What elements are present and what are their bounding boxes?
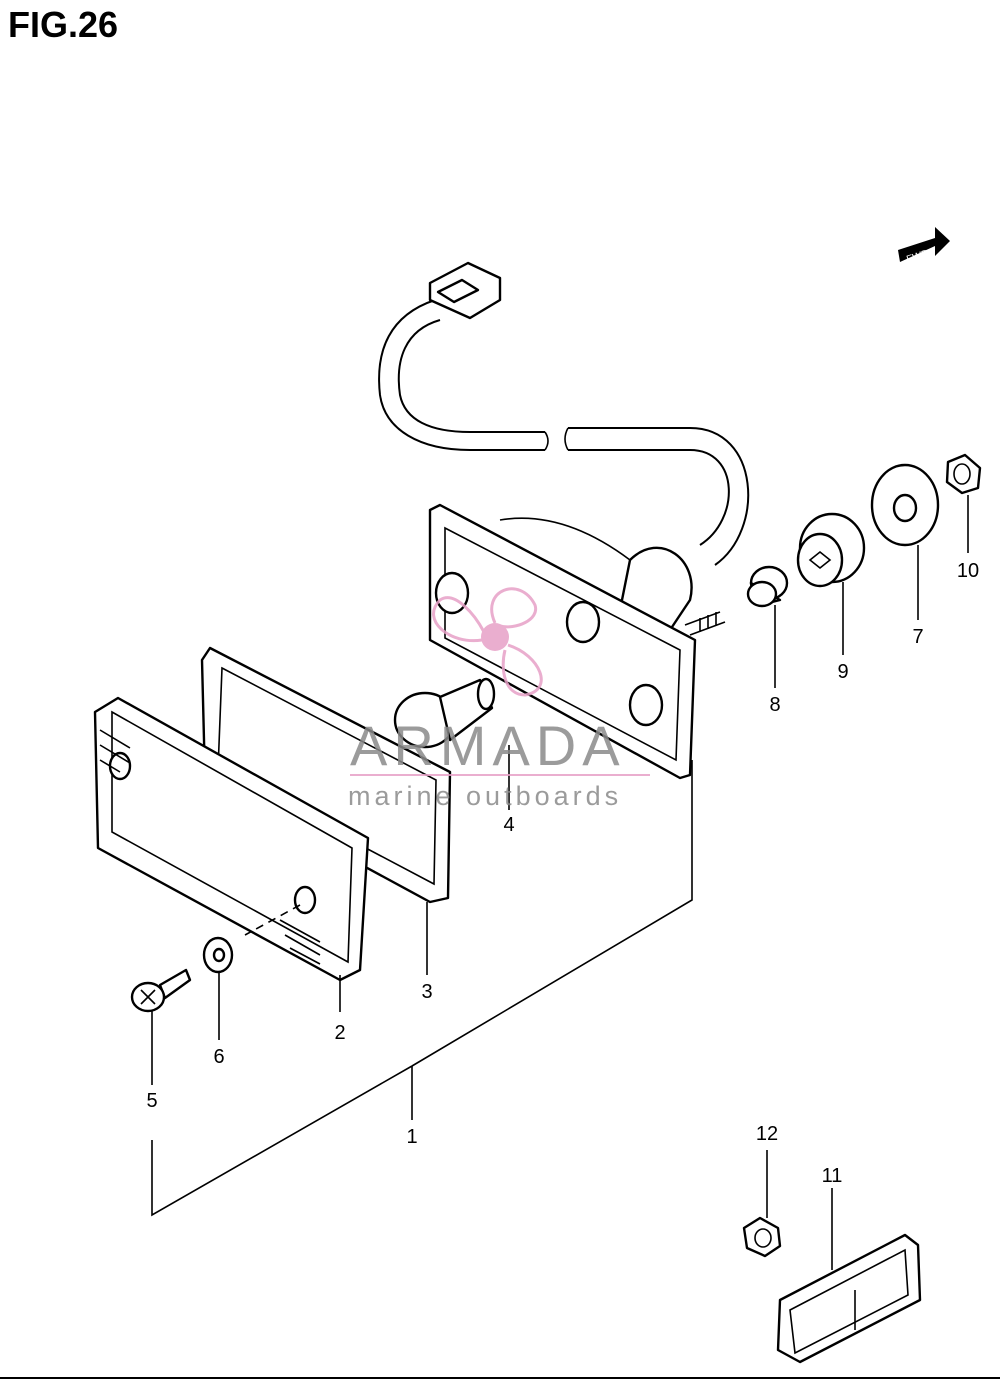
callout-5: 5	[146, 1090, 157, 1112]
callout-3: 3	[421, 981, 432, 1003]
propeller-logo-icon	[432, 587, 543, 697]
wire-harness	[378, 261, 750, 566]
callout-11: 11	[822, 1165, 843, 1187]
callout-9: 9	[837, 661, 848, 683]
fwd-arrow-icon: FWD	[898, 227, 950, 266]
callout-10: 10	[957, 560, 979, 582]
washer	[202, 936, 234, 974]
gasket	[200, 646, 452, 904]
callout-6: 6	[213, 1046, 224, 1068]
lamp-housing	[428, 503, 726, 780]
callout-7: 7	[912, 626, 923, 648]
grommet	[796, 512, 866, 588]
watermark-tagline: marine outboards	[348, 781, 622, 811]
callouts: 1 2 3 4 5 6 7 8 9 10 11 12	[146, 560, 979, 1187]
flat-washer	[870, 463, 940, 547]
spacer	[746, 565, 789, 608]
watermark: ARMADA marine outboards	[348, 587, 650, 811]
bulb	[393, 677, 496, 749]
callout-2: 2	[334, 1022, 345, 1044]
lens	[93, 696, 370, 982]
callout-4: 4	[503, 814, 514, 836]
reflector-nut	[742, 1216, 782, 1258]
callout-12: 12	[756, 1123, 778, 1145]
callout-8: 8	[769, 694, 780, 716]
callout-1: 1	[406, 1126, 417, 1148]
side-reflector	[776, 1233, 922, 1364]
watermark-brand: ARMADA	[350, 714, 626, 777]
figure-title: FIG.26	[8, 4, 119, 45]
leader-lines	[151, 495, 969, 1270]
screw	[130, 968, 192, 1013]
nut	[945, 453, 982, 495]
